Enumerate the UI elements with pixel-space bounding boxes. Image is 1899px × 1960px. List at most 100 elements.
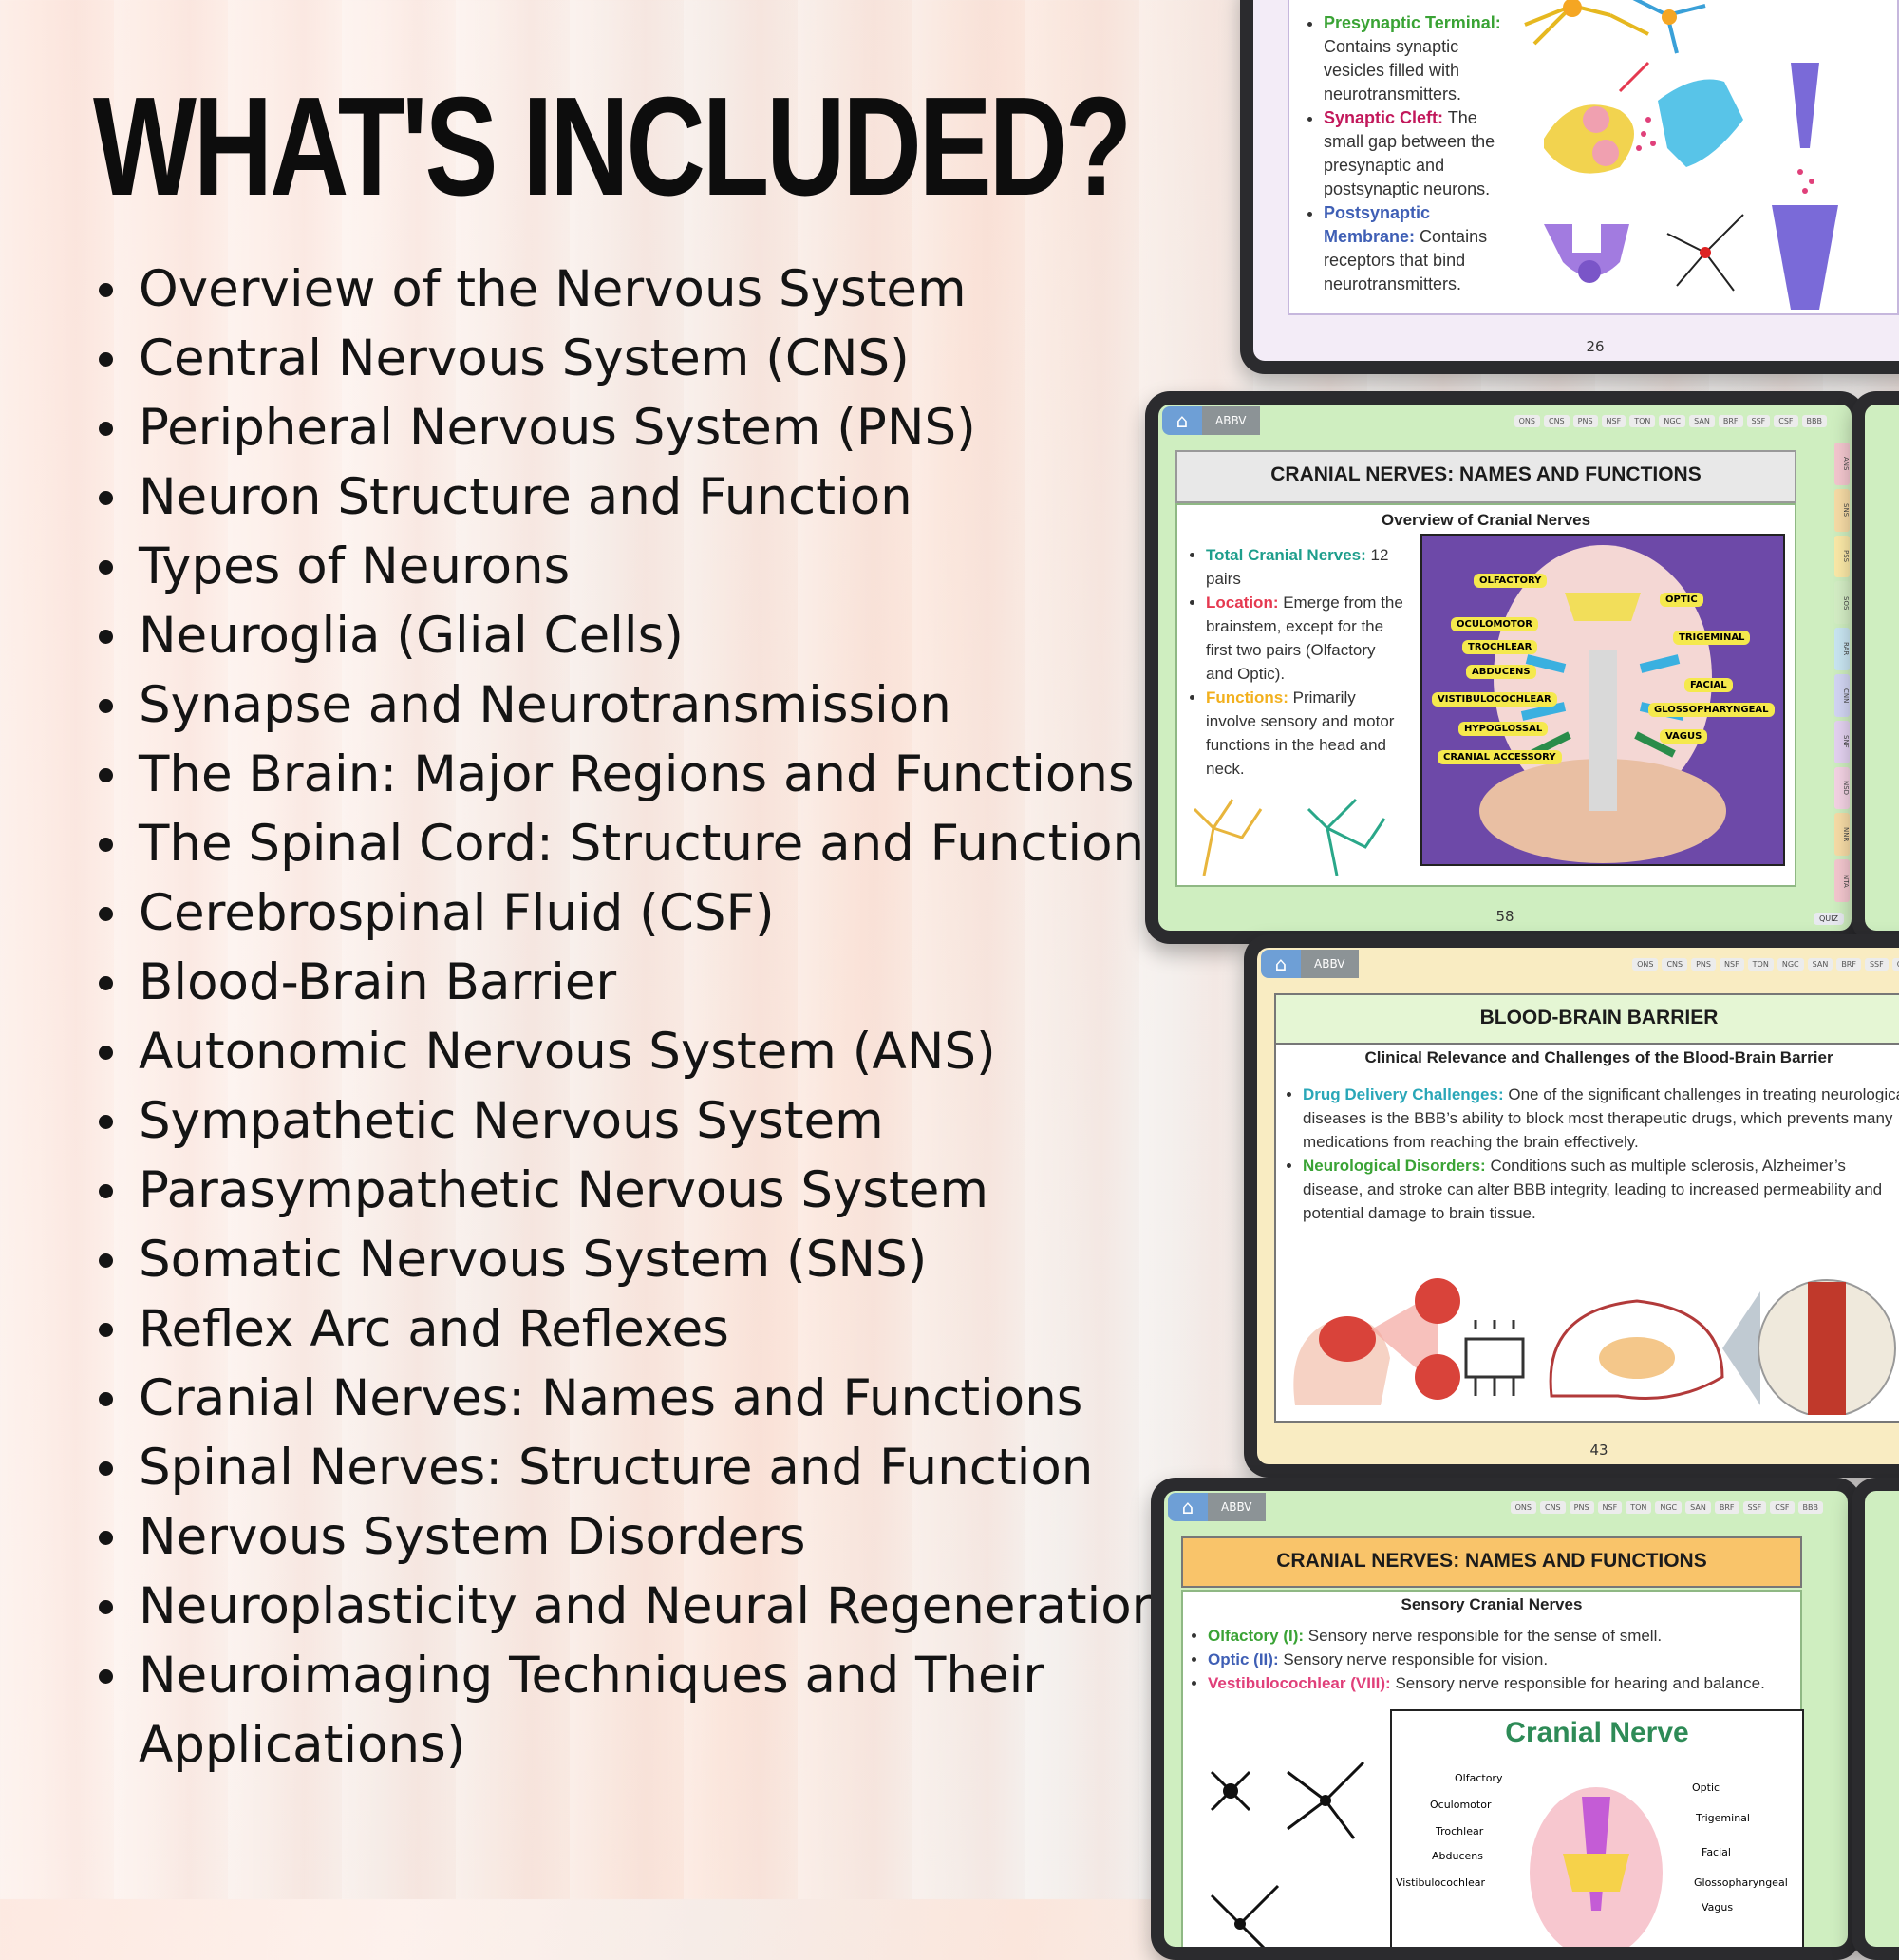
section-tab[interactable]: NGC: [1659, 414, 1686, 427]
bullet-key: Location:: [1206, 594, 1279, 612]
tab-bar: ⌂ ABBV ONS CNS PNS NSF TON NGC SAN BRF S…: [1257, 948, 1899, 980]
quiz-tab[interactable]: QUIZ: [1814, 913, 1844, 925]
section-tab[interactable]: SAN: [1807, 957, 1833, 971]
slide-title: CRANIAL NERVES: NAMES AND FUNCTIONS: [1276, 1550, 1707, 1572]
nerve-label: TRIGEMINAL: [1673, 631, 1751, 645]
section-tab[interactable]: BRF: [1718, 414, 1743, 427]
list-item: Nervous System Disorders: [93, 1502, 1156, 1572]
section-tab[interactable]: SAN: [1689, 414, 1715, 427]
slide-title-bar: CRANIAL NERVES: NAMES AND FUNCTIONS: [1181, 1536, 1802, 1588]
list-item: Blood-Brain Barrier: [93, 948, 1156, 1017]
section-tab[interactable]: CSF: [1891, 957, 1899, 971]
section-tab[interactable]: CSF: [1774, 414, 1798, 427]
side-tab[interactable]: SNF: [1834, 720, 1850, 763]
tablet-cranial-overview: ⌂ ABBV ONS CNS PNS NSF TON NGC SAN BRF S…: [1145, 391, 1865, 944]
section-tab[interactable]: CSF: [1770, 1500, 1795, 1514]
section-tab[interactable]: BRF: [1836, 957, 1861, 971]
abbv-tab[interactable]: ABBV: [1202, 406, 1260, 435]
section-tab[interactable]: SSF: [1864, 957, 1889, 971]
list-item: Overview of the Nervous System: [93, 254, 1156, 324]
slide-card: Sensory Cranial Nerves Olfactory (I): Se…: [1181, 1590, 1804, 1947]
page-number: 58: [1495, 908, 1514, 925]
list-item: Types of Neurons: [93, 532, 1156, 601]
section-tab[interactable]: ONS: [1632, 957, 1659, 971]
tablet-edge-right: [1852, 1478, 1899, 1960]
section-tab[interactable]: NSF: [1720, 957, 1744, 971]
section-tab[interactable]: CNS: [1662, 957, 1688, 971]
slide-card: Clinical Relevance and Challenges of the…: [1274, 1043, 1899, 1423]
side-tab[interactable]: NNR: [1834, 813, 1850, 857]
bullet-key: Postsynaptic Membrane:: [1324, 203, 1431, 246]
section-tab[interactable]: NSF: [1597, 1500, 1623, 1514]
list-item: Neuroplasticity and Neural Regeneration: [93, 1572, 1163, 1641]
nerve-label: OLFACTORY: [1474, 574, 1548, 588]
bullet-text: One of the significant challenges in tre…: [1303, 1085, 1899, 1151]
section-tab[interactable]: ONS: [1514, 414, 1540, 427]
list-item: Somatic Nervous System (SNS): [93, 1225, 1156, 1294]
section-tab[interactable]: PNS: [1691, 957, 1716, 971]
abbv-tab[interactable]: ABBV: [1208, 1493, 1266, 1521]
list-item: Cerebrospinal Fluid (CSF): [93, 878, 1156, 948]
slide-title: BLOOD-BRAIN BARRIER: [1479, 1007, 1719, 1028]
section-tab[interactable]: SAN: [1685, 1500, 1711, 1514]
bullet-key: Presynaptic Terminal:: [1324, 13, 1501, 32]
side-tab[interactable]: PSS: [1834, 535, 1850, 578]
bullet-text: Contains receptors that bind neurotransm…: [1324, 227, 1488, 293]
slide-subtitle: Clinical Relevance and Challenges of the…: [1364, 1048, 1833, 1066]
side-tabs: ANS SNS PSS SOS RAR CNN SNF NSD NNR NTA: [1834, 443, 1850, 902]
bbb-illustration: [1293, 1278, 1896, 1415]
section-tab[interactable]: TON: [1626, 1500, 1652, 1514]
tablet-edge-right: [1852, 391, 1899, 944]
side-tab[interactable]: CNN: [1834, 673, 1850, 717]
section-tab[interactable]: PNS: [1569, 1500, 1594, 1514]
nerve-label: Olfactory: [1455, 1772, 1503, 1784]
nerve-label: Glossopharyngeal: [1694, 1876, 1788, 1889]
bullet-key: Optic (II):: [1208, 1650, 1279, 1668]
section-tab[interactable]: NGC: [1777, 957, 1804, 971]
section-tab[interactable]: CNS: [1539, 1500, 1566, 1514]
section-tab[interactable]: BBB: [1801, 414, 1827, 427]
bbb-bullets: Drug Delivery Challenges: One of the sig…: [1282, 1083, 1899, 1225]
section-tab[interactable]: CNS: [1543, 414, 1570, 427]
slide-subtitle: Sensory Cranial Nerves: [1401, 1595, 1583, 1613]
tab-bar: ⌂ ABBV ONS CNS PNS NSF TON NGC SAN BRF S…: [1158, 405, 1852, 437]
section-tab[interactable]: NSF: [1601, 414, 1626, 427]
tablet-cranial-sensory: ⌂ ABBV ONS CNS PNS NSF TON NGC SAN BRF S…: [1151, 1478, 1861, 1960]
list-item: Cranial Nerves: Names and Functions: [93, 1364, 1156, 1433]
cranial-nerve-diagram: Cranial Nerve Olfactory Oculomotor Troch…: [1390, 1709, 1804, 1947]
bullet-key: Functions:: [1206, 688, 1288, 707]
side-tab[interactable]: SOS: [1834, 581, 1850, 625]
section-tab[interactable]: BBB: [1797, 1500, 1823, 1514]
nerve-label: ABDUCENS: [1466, 665, 1536, 679]
nerve-label: Facial: [1702, 1846, 1731, 1858]
section-tab[interactable]: SSF: [1746, 414, 1771, 427]
neuron-doodle: [1210, 1761, 1365, 1947]
nerve-label: FACIAL: [1684, 678, 1733, 692]
section-tab[interactable]: PNS: [1572, 414, 1598, 427]
side-tab[interactable]: NTA: [1834, 859, 1850, 902]
side-tab[interactable]: SNS: [1834, 488, 1850, 532]
nerve-label: HYPOGLOSSAL: [1458, 722, 1549, 736]
section-tab[interactable]: NGC: [1655, 1500, 1683, 1514]
list-item: Central Nervous System (CNS): [93, 324, 1156, 393]
nerve-label: VAGUS: [1660, 729, 1708, 744]
home-icon[interactable]: ⌂: [1162, 406, 1202, 435]
section-tab[interactable]: TON: [1629, 414, 1656, 427]
section-tabs: ONS CNS PNS NSF TON NGC SAN BRF SSF CSF: [1632, 957, 1899, 971]
side-tab[interactable]: ANS: [1834, 443, 1850, 485]
abbv-tab[interactable]: ABBV: [1301, 950, 1359, 978]
slide-title-bar: CRANIAL NERVES: NAMES AND FUNCTIONS: [1175, 450, 1796, 503]
section-tab[interactable]: ONS: [1510, 1500, 1536, 1514]
list-item: Neuron Structure and Function: [93, 462, 1156, 532]
list-item: Sympathetic Nervous System: [93, 1086, 1156, 1156]
section-tab[interactable]: BRF: [1714, 1500, 1739, 1514]
bullet-key: Olfactory (I):: [1208, 1627, 1305, 1645]
list-item: Synapse and Neurotransmission: [93, 670, 1156, 740]
home-icon[interactable]: ⌂: [1168, 1493, 1208, 1521]
side-tab[interactable]: RAR: [1834, 628, 1850, 670]
section-tab[interactable]: SSF: [1742, 1500, 1767, 1514]
home-icon[interactable]: ⌂: [1261, 950, 1301, 978]
section-tab[interactable]: TON: [1747, 957, 1774, 971]
side-tab[interactable]: NSD: [1834, 766, 1850, 810]
list-item: Parasympathetic Nervous System: [93, 1156, 1156, 1225]
